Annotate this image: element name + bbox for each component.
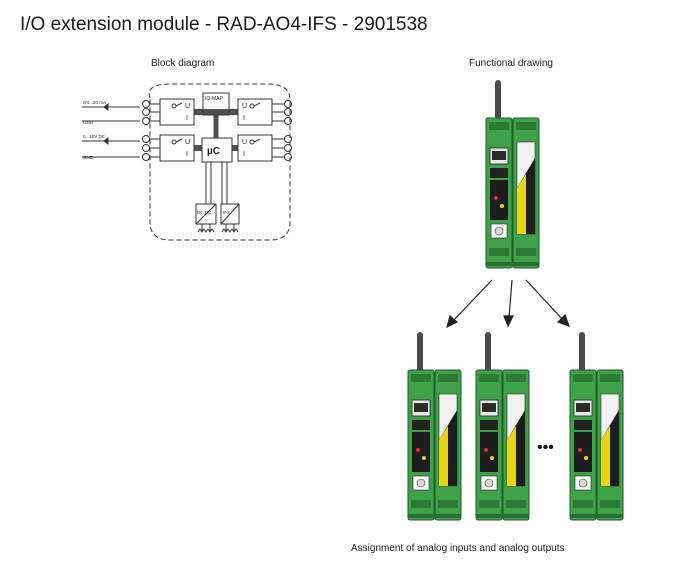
label-current-input: 0/4...20 mA	[83, 100, 106, 105]
dcdc-label: DC DC	[197, 210, 212, 215]
label-gnd-2: GND	[83, 155, 94, 160]
assignment-caption: Assignment of analog inputs and analog o…	[351, 543, 565, 554]
arrow-right	[556, 313, 571, 328]
mode-u-2: U	[185, 139, 190, 146]
mode-i-3: I	[243, 115, 245, 122]
page-title: I/O extension module - RAD-AO4-IFS - 290…	[20, 14, 428, 35]
io-map-label: IO-MAP	[205, 96, 223, 102]
ellipsis: •••	[537, 439, 554, 456]
right-terminals	[284, 100, 292, 161]
arrow-center	[503, 315, 514, 328]
label-gnd-1: GND	[83, 120, 94, 125]
dashed-enclosure	[148, 83, 291, 241]
ifs-box	[220, 203, 240, 225]
arrow-left	[446, 314, 459, 329]
mode-i-1: I	[186, 115, 188, 122]
expansion-module-3	[569, 331, 624, 521]
mode-u-1: U	[185, 103, 190, 110]
ifs-label: IFS	[223, 210, 230, 215]
mode-u-3: U	[242, 103, 247, 110]
main-module	[485, 79, 540, 269]
label-voltage-input: 0...10V DC	[83, 134, 106, 139]
microcontroller-label: µC	[207, 146, 220, 157]
expansion-module-1	[407, 331, 462, 521]
left-terminals	[142, 100, 150, 161]
mode-i-2: I	[186, 151, 188, 158]
block-diagram-caption: Block diagram	[151, 58, 215, 69]
mode-u-4: U	[242, 139, 247, 146]
functional-drawing-caption: Functional drawing	[469, 58, 553, 69]
dcdc-box	[195, 203, 217, 225]
expansion-module-2	[475, 331, 530, 521]
mode-i-4: I	[243, 151, 245, 158]
